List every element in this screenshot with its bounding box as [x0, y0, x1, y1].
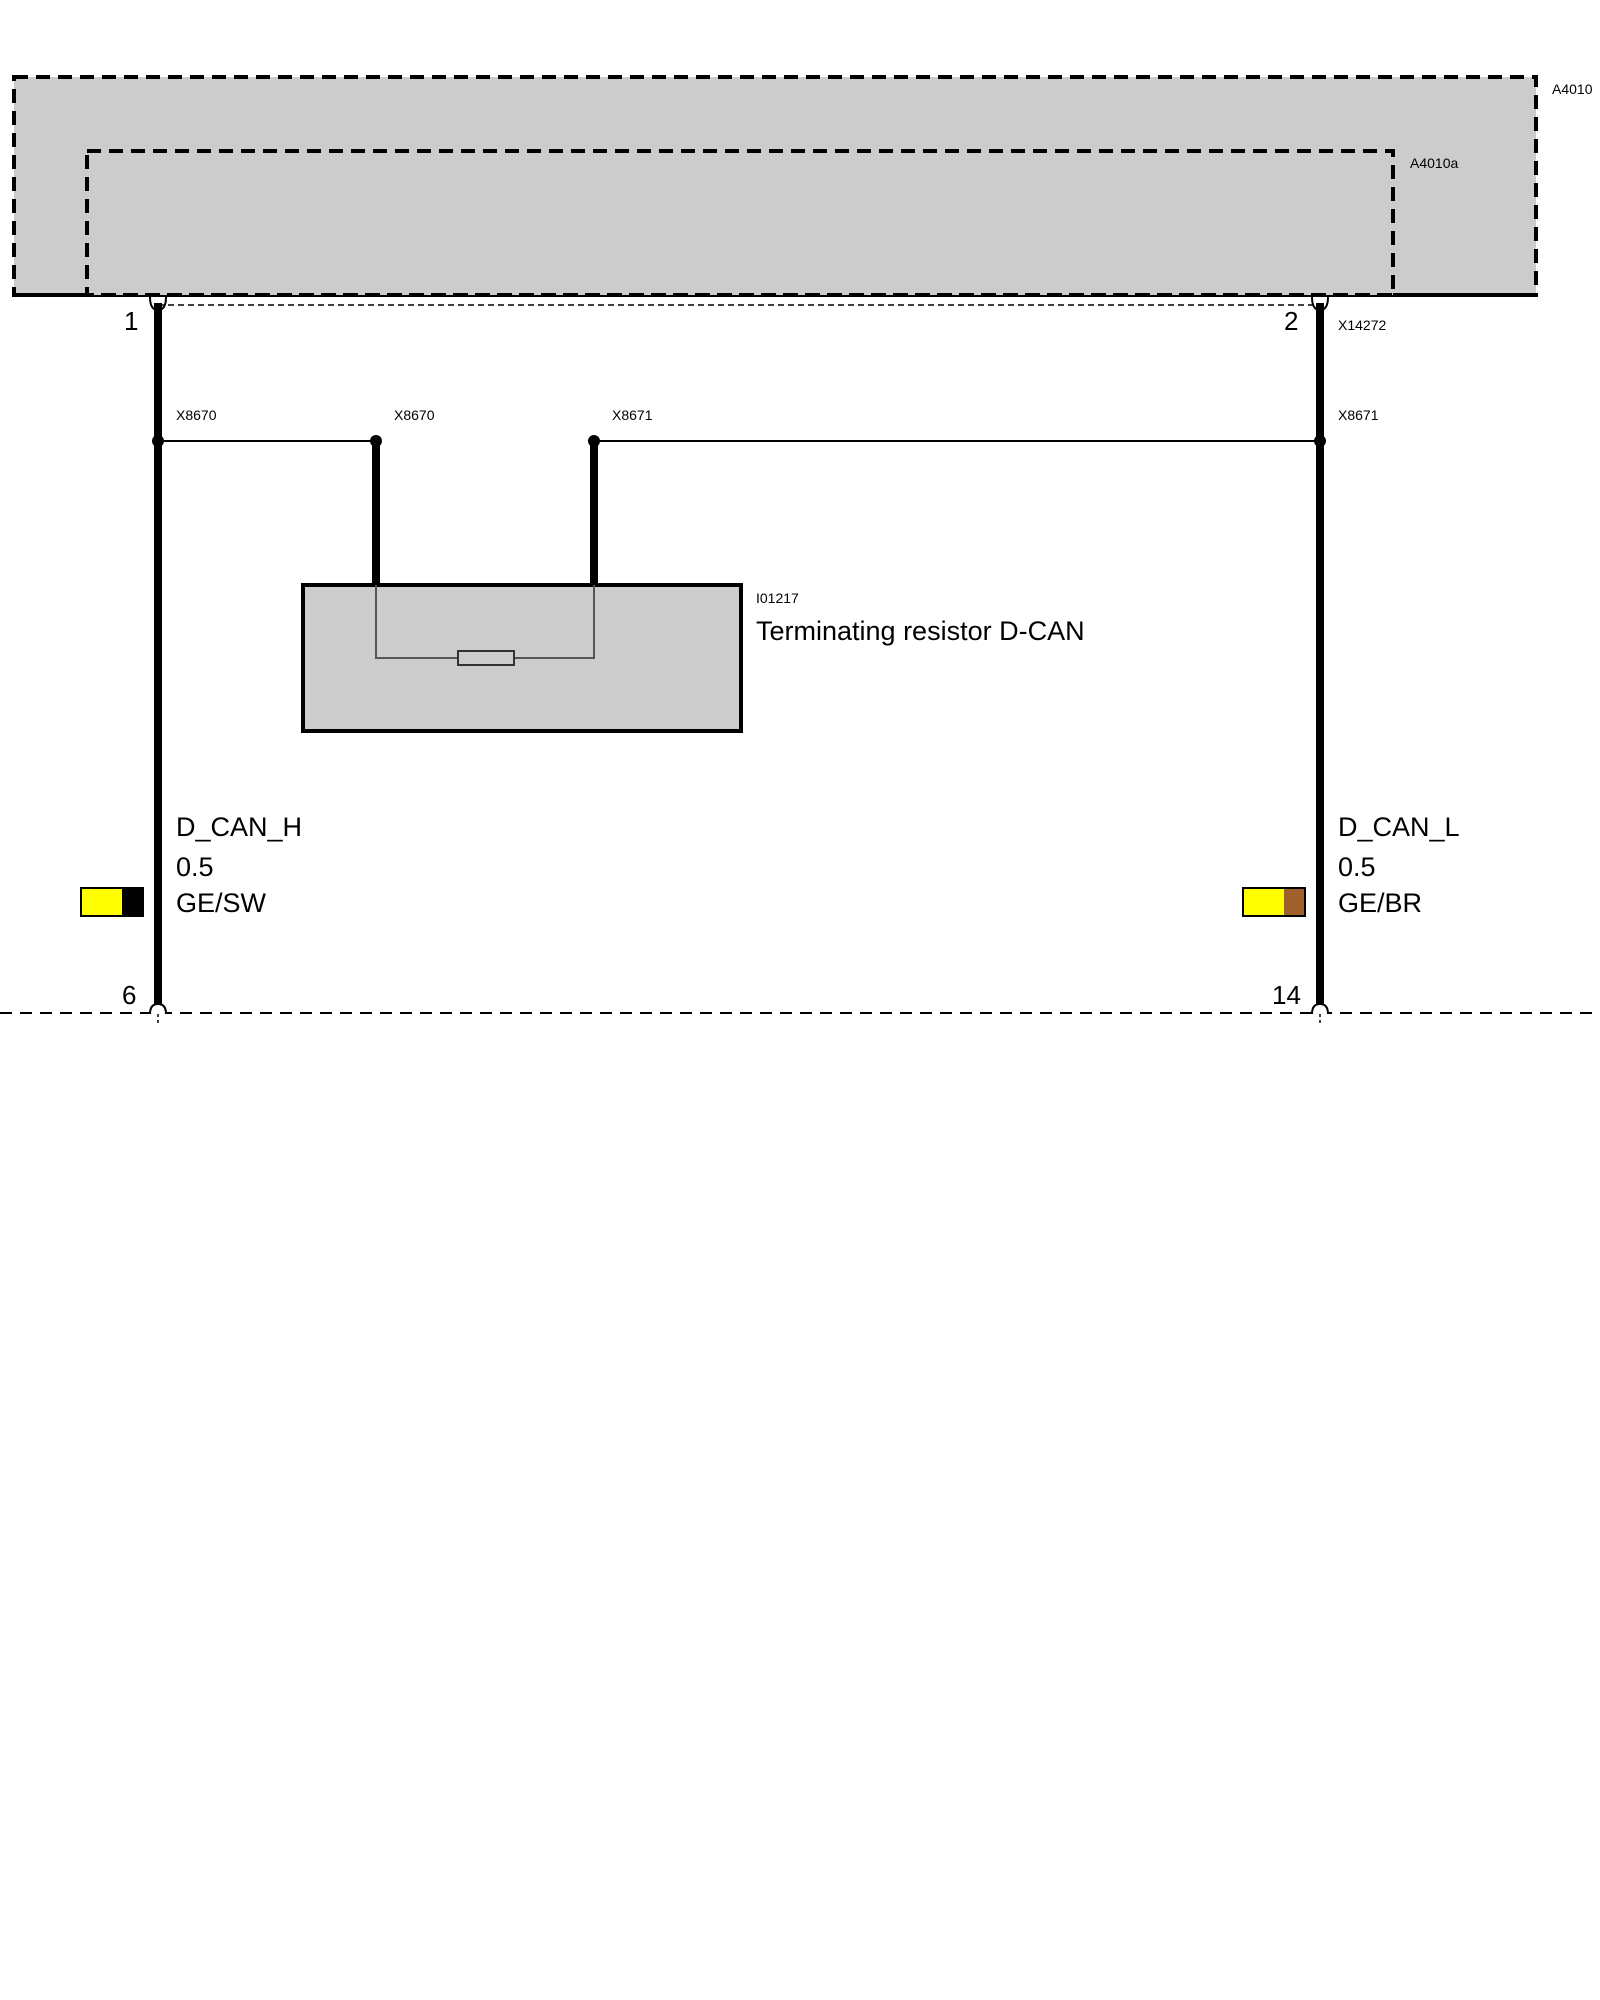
pin-label-bottom-right: 14 [1272, 980, 1301, 1010]
pin-hook-top-right [1311, 296, 1329, 312]
wire-left-swatch-primary [81, 888, 122, 916]
wire-left-gauge: 0.5 [176, 852, 214, 882]
pin-hook-bottom-left [149, 1002, 167, 1015]
splice-label-x8670-b: X8670 [394, 407, 435, 423]
wire-right-color-swatch [1242, 887, 1306, 917]
wire-left-swatch-stripe [122, 888, 143, 916]
splice-label-x8670-a: X8670 [176, 407, 217, 423]
resistor-symbol [457, 650, 515, 666]
wire-right-swatch-stripe [1284, 888, 1305, 916]
splice-label-x8671-a: X8671 [612, 407, 653, 423]
module-a4010a-label: A4010a [1410, 155, 1458, 171]
component-name-label: Terminating resistor D-CAN [756, 616, 1085, 646]
module-a4010a-box [85, 149, 1395, 297]
resistor-internal-wiring [375, 585, 595, 659]
pin-hook-top-left [149, 296, 167, 312]
wire-right-swatch-border [1242, 887, 1306, 917]
pin-label-top-left: 1 [124, 306, 138, 336]
splice-dot-x8671-b [1314, 435, 1326, 447]
pin-label-bottom-left: 6 [122, 980, 136, 1010]
connector-x14272-label: X14272 [1338, 317, 1386, 333]
wire-right-gauge: 0.5 [1338, 852, 1376, 882]
wire-left-swatch-border [80, 887, 144, 917]
wire-left-signal: D_CAN_H [176, 812, 302, 842]
wire-left-color-swatch [80, 887, 144, 917]
wire-right-swatch-primary [1243, 888, 1284, 916]
pin-label-top-right: 2 [1284, 306, 1298, 336]
splice-dot-x8670-a [152, 435, 164, 447]
component-id-label: I01217 [756, 590, 799, 606]
pin-hook-bottom-right [1311, 1002, 1329, 1015]
wire-left-color-code: GE/SW [176, 888, 267, 918]
wire-right-color-code: GE/BR [1338, 888, 1422, 918]
splice-label-x8671-b: X8671 [1338, 407, 1379, 423]
module-a4010-label: A4010 [1552, 81, 1593, 97]
wire-right-signal: D_CAN_L [1338, 812, 1460, 842]
